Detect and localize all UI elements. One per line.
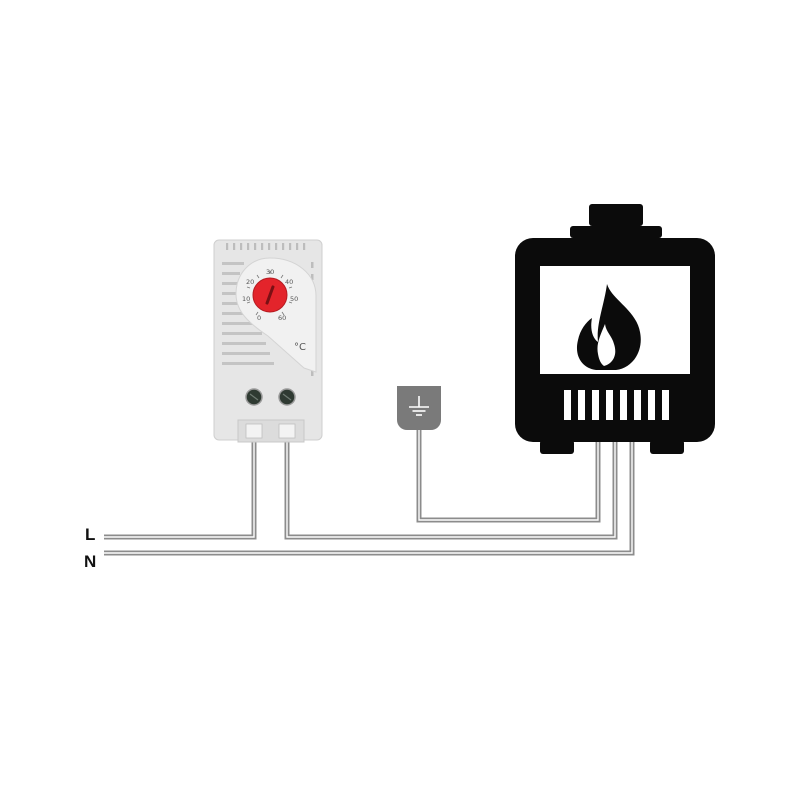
live-wire	[104, 428, 257, 540]
dial-label-20: 20	[246, 278, 254, 286]
temperature-dial-knob[interactable]	[252, 277, 288, 313]
boiler-grille	[564, 390, 669, 420]
wires	[104, 428, 635, 556]
unit-label: °C	[294, 342, 306, 353]
neutral-label: N	[84, 552, 96, 571]
dial-label-10: 10	[242, 295, 250, 303]
dial-label-60: 60	[278, 314, 286, 322]
live-label: L	[85, 525, 95, 544]
thermostat-louvers	[222, 262, 274, 365]
dial-label-40: 40	[285, 278, 293, 286]
dial-label-0: 0	[257, 314, 261, 322]
thermostat-terminals	[245, 388, 296, 406]
ground-symbol-icon	[397, 386, 441, 430]
thermostat-top-vents	[226, 243, 306, 250]
dial-label-30: 30	[266, 268, 274, 276]
dial-label-50: 50	[290, 295, 298, 303]
thermostat-device-icon: 0 10 20 30 40 50 60 °C	[213, 239, 323, 443]
flame-icon	[576, 284, 641, 370]
dial-ticks	[246, 271, 293, 316]
boiler-icon	[515, 204, 715, 454]
